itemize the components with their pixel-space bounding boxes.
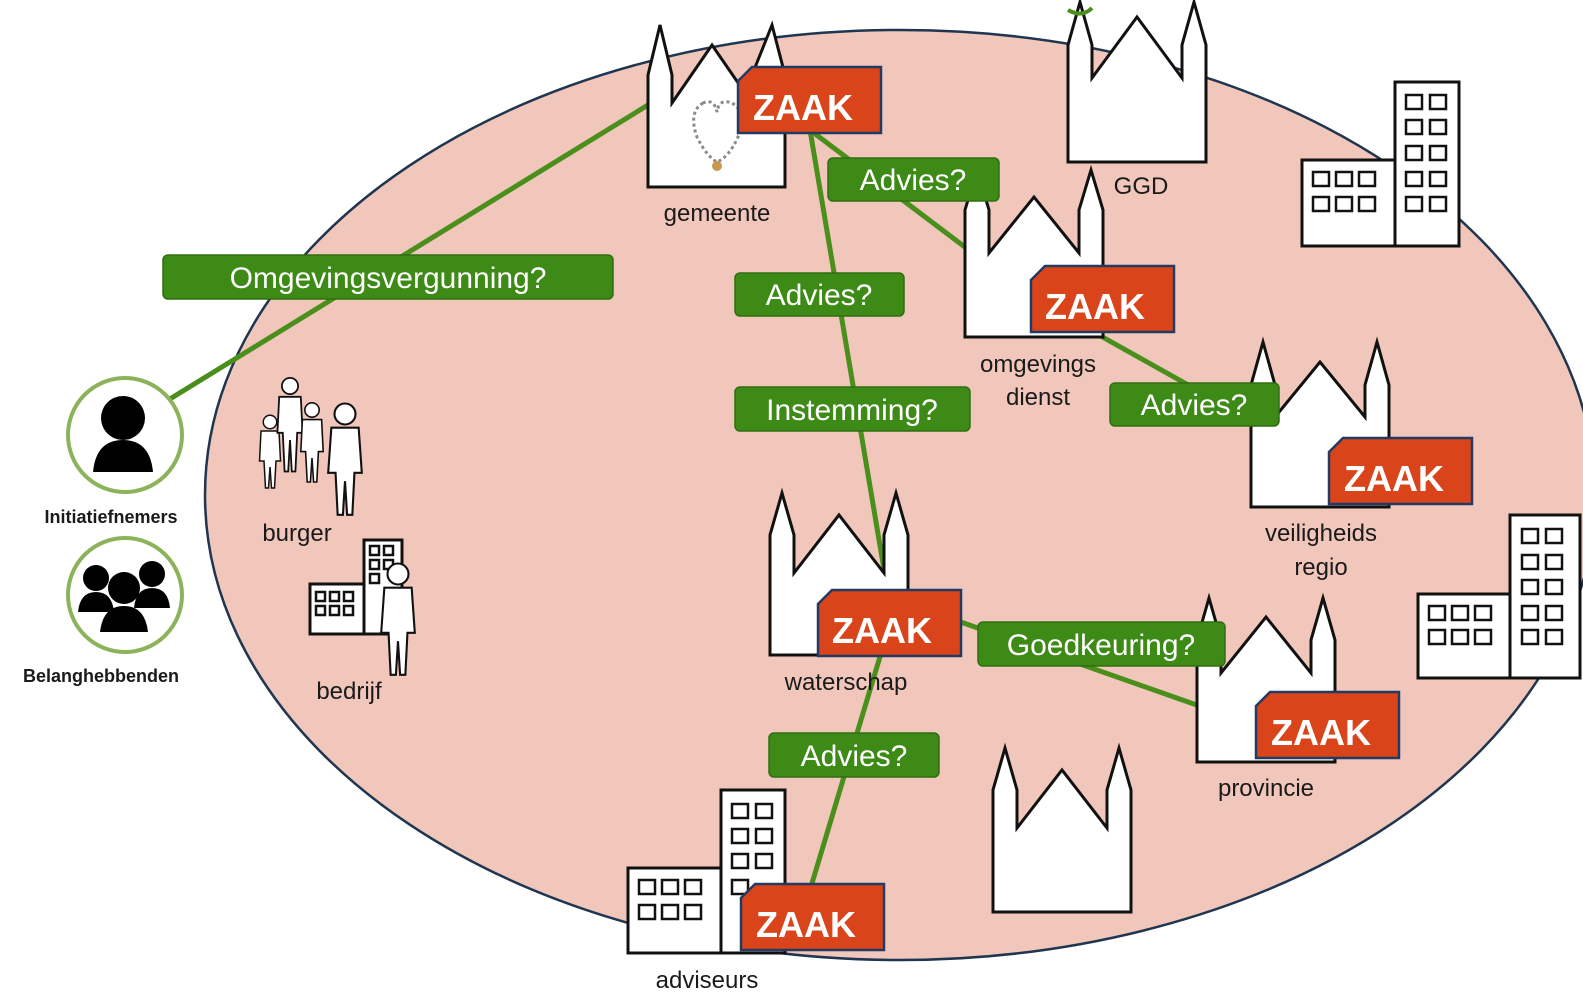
veiligheidsregio-label-2: regio <box>1294 554 1347 581</box>
burger-people-icon <box>258 376 363 516</box>
svg-text:Advies?: Advies? <box>860 164 967 197</box>
advies-request-gemeente-omgevingsdienst: Advies? <box>827 157 1000 202</box>
initiatiefnemers-label: Initiatiefnemers <box>44 507 177 527</box>
advies-request-omgevingsdienst-veiligheidsregio: Advies? <box>1109 382 1280 427</box>
zaak-label: ZAAK <box>832 610 932 651</box>
zaak-label: ZAAK <box>756 904 856 945</box>
gemeente-label: gemeente <box>664 200 771 227</box>
svg-text:Omgevingsvergunning?: Omgevingsvergunning? <box>230 262 547 295</box>
provincie-label: provincie <box>1218 775 1314 802</box>
zaak-label: ZAAK <box>1045 286 1145 327</box>
svg-text:Goedkeuring?: Goedkeuring? <box>1007 629 1195 662</box>
initiatiefnemers-circle <box>66 376 184 494</box>
zaak-card-gemeente: ZAAK <box>736 65 883 135</box>
ggd-label: GGD <box>1114 173 1169 200</box>
adviseurs-label: adviseurs <box>656 967 759 994</box>
zaak-card-adviseurs: ZAAK <box>739 882 886 952</box>
line-gemeente-waterschap <box>807 127 893 608</box>
advies-request-waterschap-adviseurs: Advies? <box>768 732 940 778</box>
zaak-card-waterschap: ZAAK <box>816 588 963 658</box>
ggd-building-icon <box>1066 0 1208 164</box>
person-icon <box>93 396 153 472</box>
veiligheidsregio-label-1: veiligheids <box>1265 520 1377 547</box>
waterschap-label: waterschap <box>784 669 908 696</box>
belanghebbenden-circle <box>66 536 184 654</box>
svg-text:Advies?: Advies? <box>801 740 908 773</box>
instemming-request: Instemming? <box>734 386 971 432</box>
burger-label: burger <box>262 520 331 547</box>
line-initiatiefnemers-gemeente <box>162 102 651 405</box>
omgevingsdienst-label-2: dienst <box>1006 384 1070 411</box>
zaak-label: ZAAK <box>1271 712 1371 753</box>
zaak-label: ZAAK <box>1344 458 1444 499</box>
svg-text:Instemming?: Instemming? <box>766 394 938 427</box>
church-building-icon <box>991 742 1133 914</box>
zaak-card-provincie: ZAAK <box>1254 690 1401 760</box>
office-building-icon-right <box>1416 513 1582 680</box>
svg-text:Advies?: Advies? <box>1141 389 1248 422</box>
goedkeuring-request: Goedkeuring? <box>977 621 1226 667</box>
zaak-card-veiligheidsregio: ZAAK <box>1327 436 1474 506</box>
bedrijf-building-icon <box>308 538 416 676</box>
omgevingsdienst-label-1: omgevings <box>980 351 1096 378</box>
belanghebbenden-label: Belanghebbenden <box>23 666 179 686</box>
bedrijf-label: bedrijf <box>316 678 382 705</box>
zaak-card-omgevingsdienst: ZAAK <box>1029 264 1176 334</box>
advies-request-gemeente-waterschap: Advies? <box>734 272 905 317</box>
omgevingsvergunning-request: Omgevingsvergunning? <box>162 254 614 300</box>
chain-of-office-icon <box>692 100 743 164</box>
office-building-icon-top-right <box>1300 80 1461 248</box>
svg-text:Advies?: Advies? <box>766 279 873 312</box>
group-icon <box>78 561 170 632</box>
zaak-label: ZAAK <box>753 87 853 128</box>
